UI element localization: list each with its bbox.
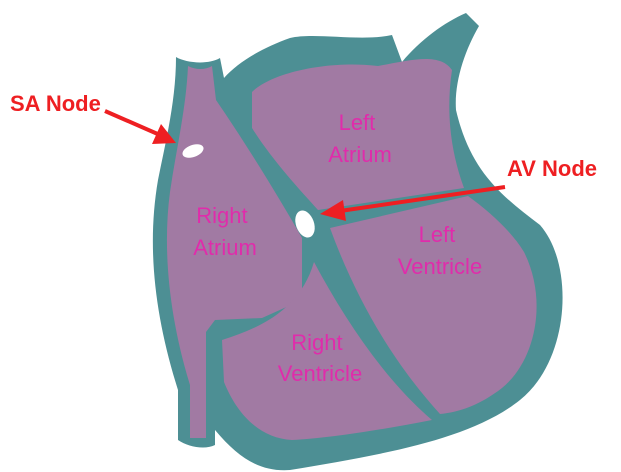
sa-node-arrow-shaft [105,111,160,135]
av-node-label: AV Node [507,156,597,181]
sa-node-label: SA Node [10,91,101,116]
